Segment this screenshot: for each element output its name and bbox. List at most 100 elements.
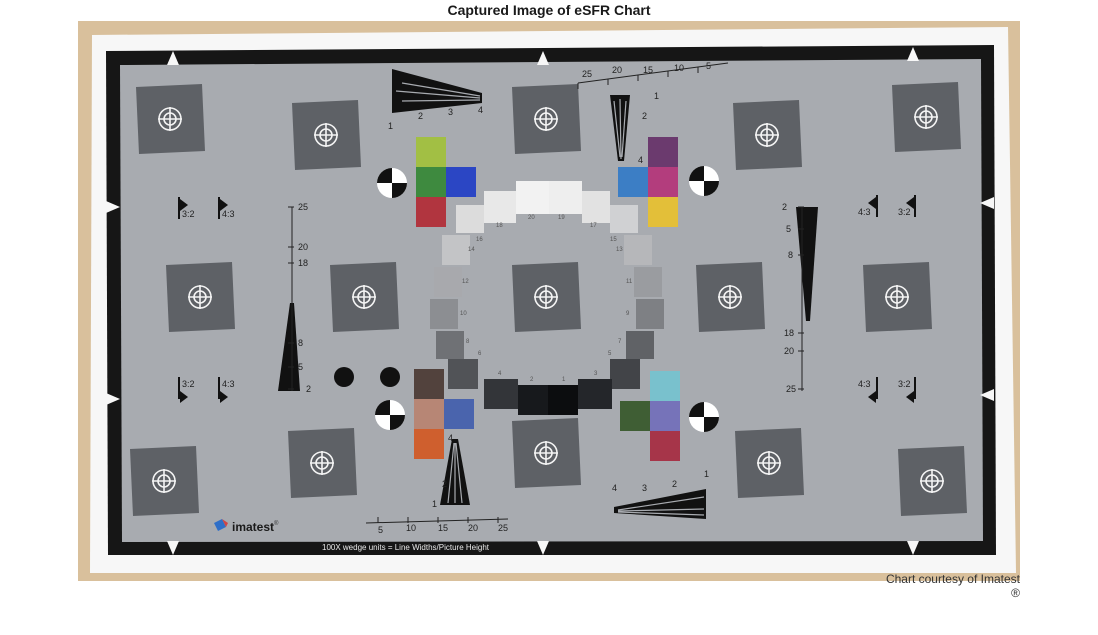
left-scale-num-5: 5	[298, 362, 303, 372]
image-credit-line1: Chart courtesy of Imatest	[885, 572, 1020, 586]
svg-text:17: 17	[590, 223, 597, 229]
imatest-logo-reg: ®	[274, 520, 279, 527]
figure-title: Captured Image of eSFR Chart	[447, 2, 651, 18]
registration-marks	[375, 166, 719, 432]
bottom-scale-num-25: 25	[498, 523, 508, 533]
right-scale-num-8: 8	[788, 250, 793, 260]
gray-patch-4	[484, 379, 518, 409]
top-scale-num-5: 5	[706, 61, 711, 71]
svg-text:3: 3	[594, 371, 598, 377]
frame-markers	[106, 47, 994, 555]
color-patches-top-right	[618, 137, 678, 227]
right-scale-num-25: 25	[786, 384, 796, 394]
image-credit: Chart courtesy of Imatest ®	[820, 572, 1020, 600]
ratio-flags	[178, 195, 916, 403]
star-target-center	[534, 285, 558, 309]
star-target-br-1	[920, 469, 944, 493]
star-target-mr-2	[885, 285, 909, 309]
wedge-left	[278, 303, 300, 391]
registration-mark-2	[689, 166, 719, 196]
star-target-tl-1	[158, 107, 182, 131]
tc-wedge-num-2: 2	[642, 111, 647, 121]
right-scale-num-18: 18	[784, 328, 794, 338]
gray-patch-5	[610, 359, 640, 389]
ratio-label-tr-32: 3:2	[898, 207, 911, 217]
gray-patch-10	[430, 299, 458, 329]
gray-ring	[430, 181, 664, 415]
focus-dot-right	[380, 367, 400, 387]
bottom-scale-num-20: 20	[468, 523, 478, 533]
tc-wedge-num-1: 1	[654, 91, 659, 101]
gray-patch-7	[626, 331, 654, 359]
color-patches-top-left	[416, 137, 476, 227]
ratio-label-bl-43: 4:3	[222, 379, 235, 389]
scale-numbers: 25 20 15 10 5 5 10 15 20 25 1 2 3 4 4 3 …	[298, 61, 796, 535]
wedge-units-footer: 100X wedge units = Line Widths/Picture H…	[322, 543, 490, 552]
svg-text:14: 14	[468, 247, 475, 253]
focus-dot-left	[334, 367, 354, 387]
gray-patch-11	[634, 267, 662, 297]
gray-patch-19	[549, 181, 582, 214]
star-target-ml-1	[188, 285, 212, 309]
gray-patch-3	[578, 379, 612, 409]
bottom-scale	[365, 517, 509, 524]
svg-text:19: 19	[558, 215, 565, 221]
ratio-label-br-32: 3:2	[898, 379, 911, 389]
bc-wedge-num-1: 1	[432, 499, 437, 509]
gray-patch-14	[442, 235, 470, 265]
star-target-tl-2	[314, 123, 338, 147]
star-target-bc-2	[757, 451, 781, 475]
ratio-label-br-43: 4:3	[858, 379, 871, 389]
left-scale-num-8: 8	[298, 338, 303, 348]
registration-mark-4	[689, 402, 719, 432]
br-wedge-num-4: 4	[612, 483, 617, 493]
ratio-labels: 3:2 4:3 3:2 4:3 4:3 3:2 4:3 3:2	[182, 207, 911, 389]
gray-patch-15	[610, 205, 638, 233]
svg-text:15: 15	[610, 237, 617, 243]
top-scale-num-15: 15	[643, 65, 653, 75]
br-wedge-num-2: 2	[672, 479, 677, 489]
ratio-label-tl-43: 4:3	[222, 209, 235, 219]
tl-wedge-num-1: 1	[388, 121, 393, 131]
gray-patch-8	[436, 331, 464, 359]
top-scale	[577, 62, 729, 89]
bc-wedge-num-2: 2	[442, 479, 447, 489]
ratio-label-bl-32: 3:2	[182, 379, 195, 389]
ratio-label-tl-32: 3:2	[182, 209, 195, 219]
wedge-lines	[395, 82, 705, 516]
star-target-bc-1	[534, 441, 558, 465]
svg-text:16: 16	[476, 237, 483, 243]
gray-ring-numbers: 20 19 17 18 16 15 14 13 12 11 10 9 8 7 6…	[460, 215, 633, 383]
color-patches-bottom-right	[620, 371, 680, 461]
br-wedge-num-1: 1	[704, 469, 709, 479]
gray-patch-18	[484, 191, 516, 223]
gray-patch-6	[448, 359, 478, 389]
svg-text:2: 2	[530, 377, 534, 383]
wedge-top-left	[392, 69, 482, 113]
ratio-label-tr-43: 4:3	[858, 207, 871, 217]
top-scale-num-25: 25	[582, 69, 592, 79]
gray-patch-1	[548, 385, 578, 415]
chart-photo: 3:2 4:3 3:2 4:3 4:3 3:2 4:3 3:2	[78, 21, 1020, 581]
svg-text:13: 13	[616, 247, 623, 253]
svg-text:9: 9	[626, 311, 630, 317]
imatest-logo: imatest ®	[214, 519, 279, 534]
gray-patch-16	[456, 205, 484, 233]
left-scale-num-20: 20	[298, 242, 308, 252]
svg-text:7: 7	[618, 339, 622, 345]
svg-text:1: 1	[562, 377, 566, 383]
left-scale-num-18: 18	[298, 258, 308, 268]
right-scale-num-5: 5	[786, 224, 791, 234]
star-target-ml-2	[352, 285, 376, 309]
gray-patch-2	[518, 385, 548, 415]
bc-wedge-num-4: 4	[448, 433, 453, 443]
gray-patch-13	[624, 235, 652, 265]
right-scale	[798, 206, 804, 391]
left-scale-num-25: 25	[298, 202, 308, 212]
registration-mark-1	[377, 168, 407, 198]
svg-text:20: 20	[528, 215, 535, 221]
color-patches-bottom-left	[414, 369, 474, 459]
gray-patch-9	[636, 299, 664, 329]
star-target-bl-1	[152, 469, 176, 493]
top-scale-num-10: 10	[674, 63, 684, 73]
